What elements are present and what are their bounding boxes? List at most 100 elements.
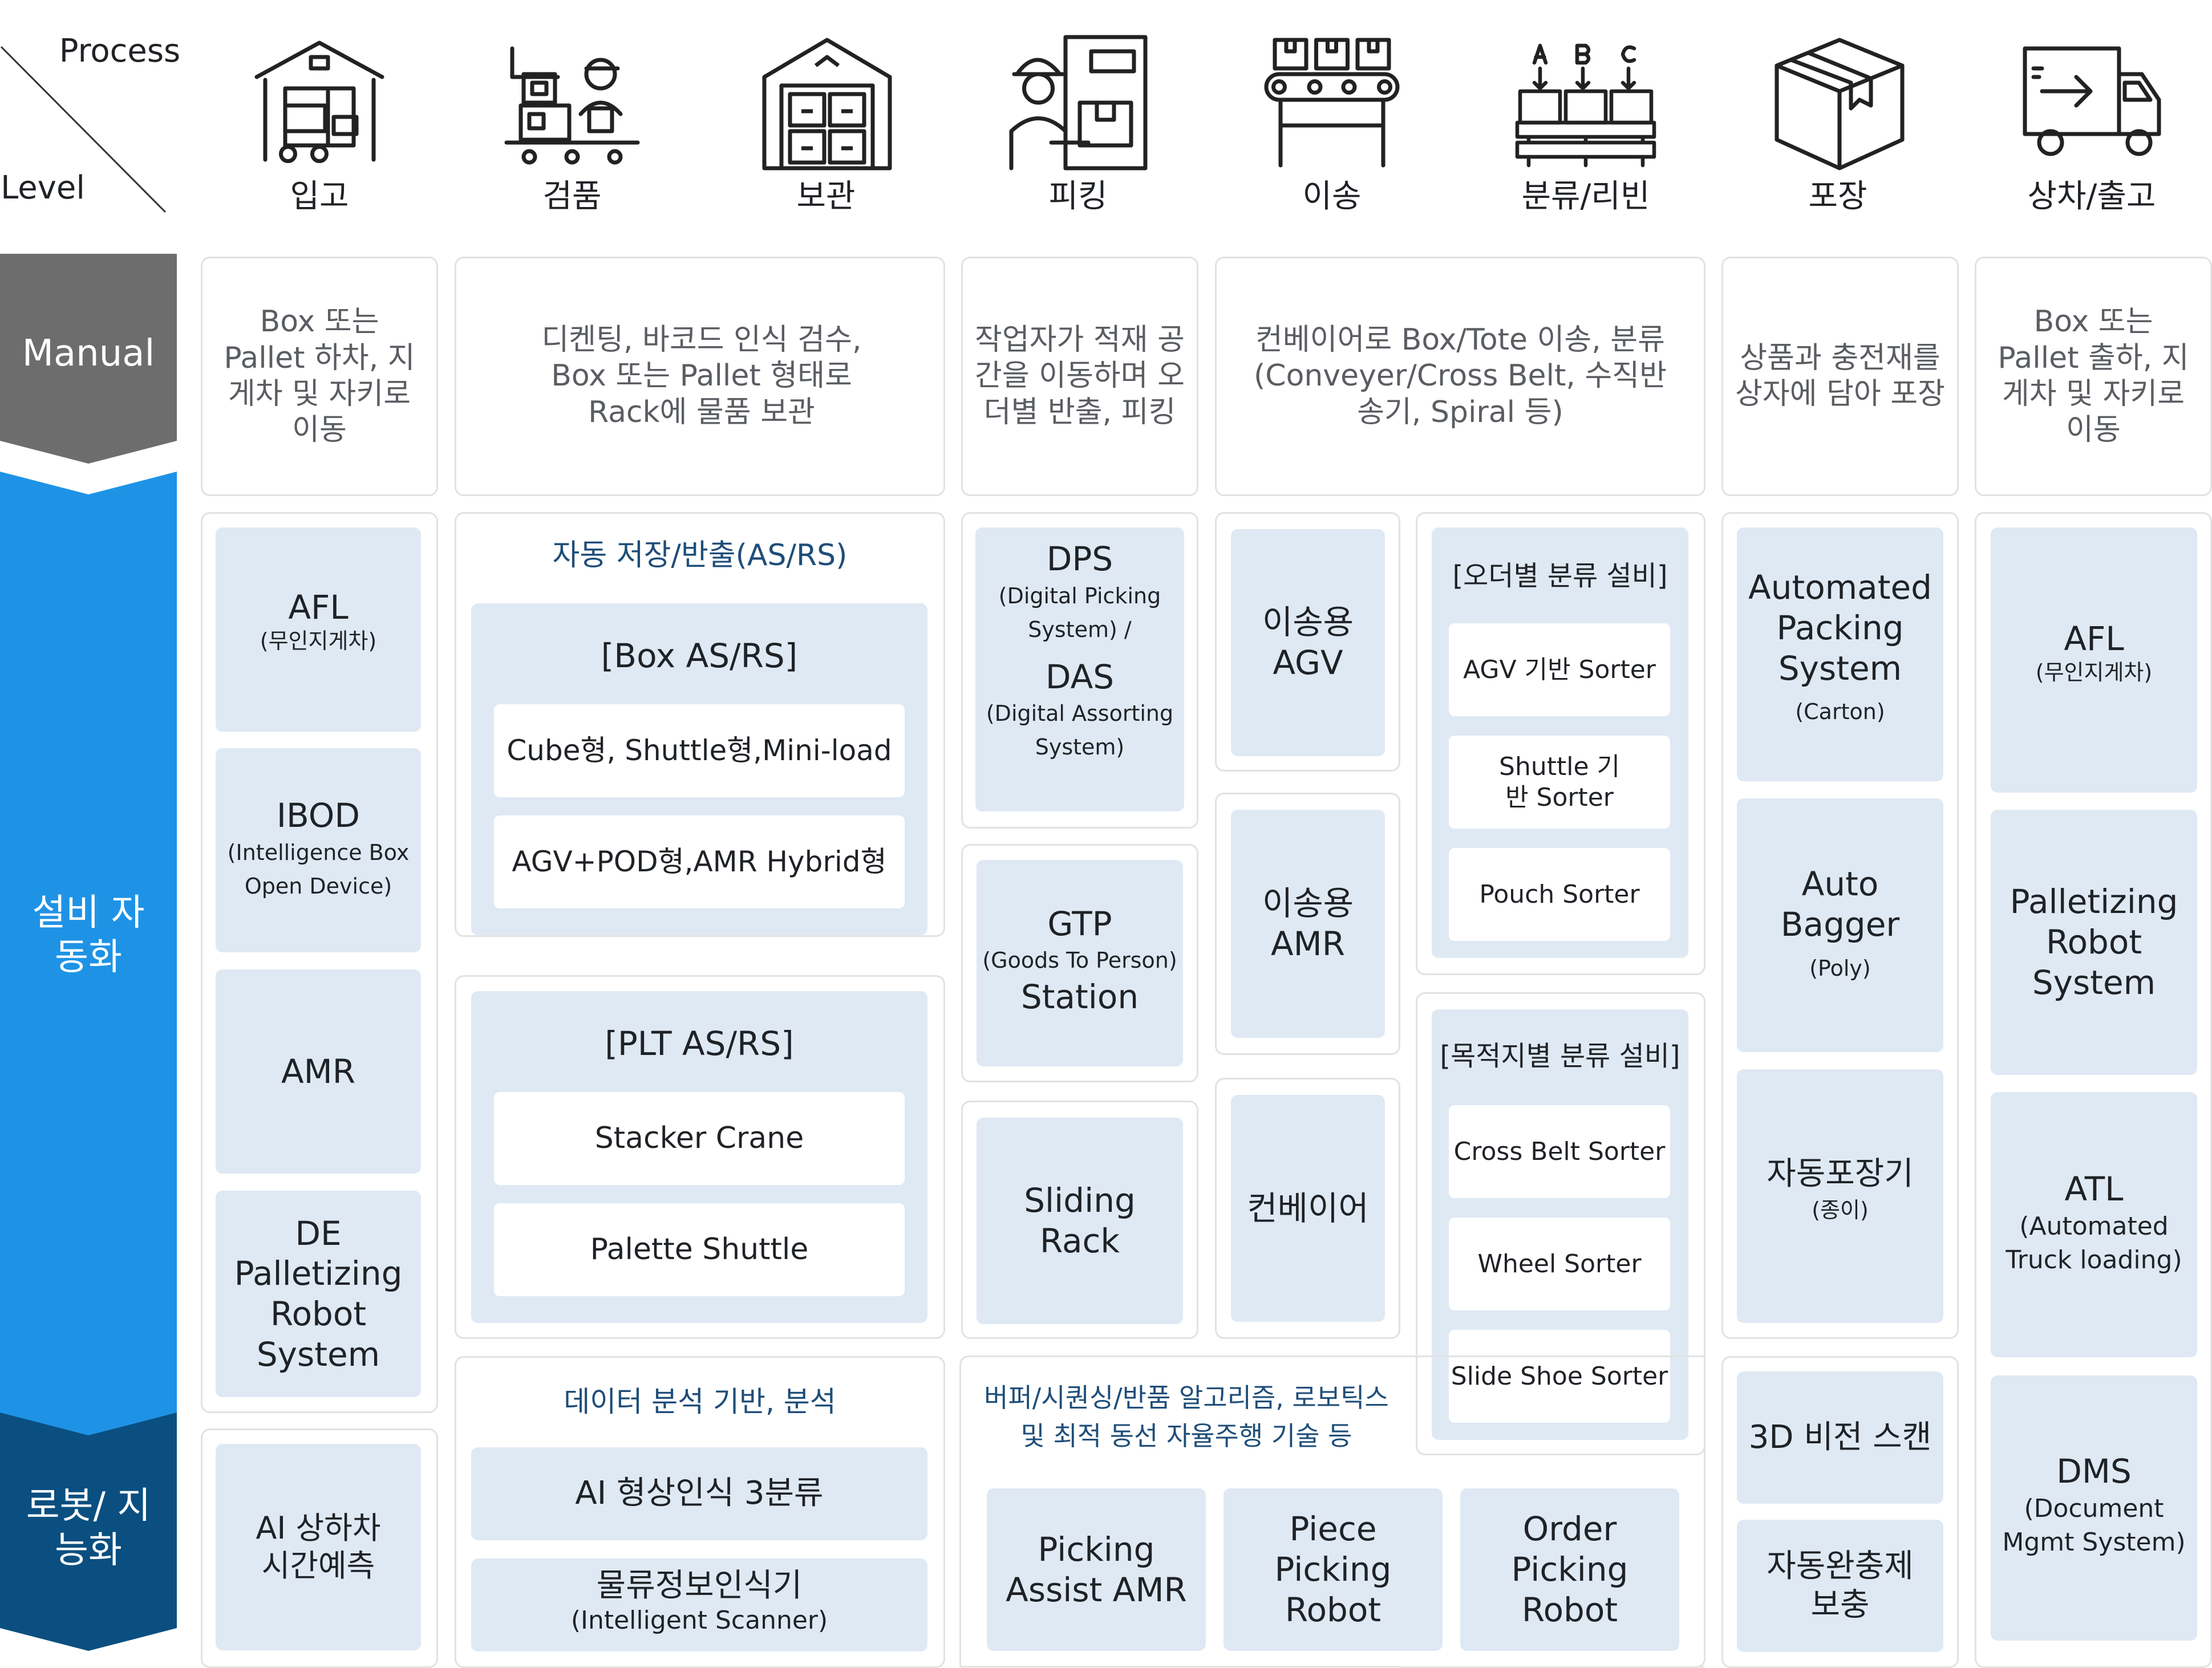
auto-inbound-box-palletizing <box>216 1191 421 1397</box>
robot-picking-piece: Piece Picking Robot <box>1274 1509 1392 1629</box>
bagger-sub: (Poly) <box>1809 955 1871 981</box>
robot-analysis-item-shape: AI 형상인식 3분류 <box>471 1447 927 1540</box>
process-sorting-label: 분류/리빈 <box>1521 177 1650 215</box>
dps-sub: (Digital Picking System) / <box>998 583 1161 642</box>
header-diagonal-line <box>0 46 167 213</box>
dms-sub: (Document Mgmt System) <box>2002 1494 2186 1557</box>
auto-inbound-palletizing: DE Palletizing Robot System <box>234 1214 403 1374</box>
level-label: Level <box>1 169 85 206</box>
auto-transfer-conveyor: 컨베이어 <box>1247 1188 1369 1228</box>
auto-inbound-ibod-sub: (Intelligence Box Open Device) <box>227 839 410 899</box>
box-asrs-title: [Box AS/RS] <box>601 636 798 675</box>
manual-inbound-text: Box 또는 Pallet 하차, 지게차 및 자키로 이동 <box>224 305 415 448</box>
auto-inbound-afl: AFL (무인지게차) <box>216 587 421 679</box>
auto-picking-dps-panel <box>975 527 1184 811</box>
auto-outbound-palletizing: Palletizing Robot System <box>2010 882 2178 1002</box>
manual-picking-card <box>961 257 1198 496</box>
sort-dest-item-wheel: Wheel Sorter <box>1449 1217 1670 1310</box>
package-box-icon <box>1768 31 1911 174</box>
paper-sub: (종이) <box>1812 1198 1869 1223</box>
robot-picking-assist: Picking Assist AMR <box>1006 1529 1187 1609</box>
robot-picking-box-order <box>1460 1488 1679 1651</box>
auto-inbound-amr: AMR <box>281 1052 356 1091</box>
gtp-main2: Station <box>1020 977 1139 1016</box>
aps-main: Automated Packing System <box>1748 568 1932 688</box>
process-storage-label: 보관 <box>796 177 856 215</box>
auto-packing-box-paper <box>1737 1069 1943 1323</box>
manual-picking-text: 작업자가 적재 공간을 이동하며 오더별 반출, 피킹 <box>975 322 1185 429</box>
manual-transfer-sort-card <box>1215 257 1705 496</box>
auto-packing-aps: Automated Packing System (Carton) <box>1737 567 1943 738</box>
auto-outbound-box-atl <box>1991 1092 2197 1357</box>
auto-transfer-agv-panel <box>1231 529 1385 756</box>
auto-inbound-afl-main: AFL <box>288 588 349 627</box>
robot-analysis-item-scanner: 물류정보인식기 (Intelligent Scanner) <box>471 1559 927 1651</box>
auto-transfer-conveyor-panel <box>1231 1095 1385 1322</box>
outbound-afl-main: AFL <box>2064 619 2124 658</box>
auto-outbound-afl: AFL (무인지게차) <box>1991 619 2197 704</box>
sort-dest-title: [목적지별 분류 설비] <box>1440 1040 1680 1072</box>
dms-main: DMS <box>2056 1452 2132 1491</box>
auto-transfer-amr: 이송용 AMR <box>1262 884 1354 963</box>
plt-asrs-item-shuttle: Palette Shuttle <box>494 1203 905 1296</box>
robot-inbound-text: AI 상하차 시간예측 <box>256 1510 381 1584</box>
auto-packing-paper: 자동포장기 (종이) <box>1737 1155 1943 1235</box>
manual-outbound-text: Box 또는 Pallet 출하, 지게차 및 자키로 이동 <box>1998 305 2189 448</box>
robot-picking-box-piece <box>1224 1488 1443 1651</box>
gtp-main: GTP <box>1047 904 1112 943</box>
robot-inbound-panel <box>216 1444 421 1650</box>
auto-inbound-box-afl <box>216 527 421 732</box>
robot-picking-title: 버퍼/시퀀싱/반품 알고리즘, 로보틱스 및 최적 동선 자율주행 기술 등 <box>984 1382 1389 1451</box>
robot-packing-3d-scan: 3D 비전 스캔 <box>1737 1371 1943 1504</box>
manual-outbound-card <box>1975 257 2212 496</box>
dps-main: DPS <box>1046 539 1113 578</box>
auto-inbound-ibod: IBOD (Intelligence Box Open Device) <box>220 796 417 910</box>
manual-packing-text: 상품과 충전재를 상자에 담아 포장 <box>1735 340 1945 411</box>
robot-packing-cushion: 자동완충제 보충 <box>1737 1520 1943 1652</box>
manual-transfer-sort-text: 컨베이어로 Box/Tote 이송, 분류 (Conveyer/Cross Be… <box>1254 322 1667 429</box>
asrs-title: 자동 저장/반출(AS/RS) <box>552 538 848 573</box>
process-label: Process <box>59 32 181 70</box>
process-picking-label: 피킹 <box>1048 177 1108 215</box>
sort-order-item-pouch: Pouch Sorter <box>1449 848 1670 941</box>
sort-order-title: [오더별 분류 설비] <box>1452 559 1668 592</box>
sort-dest-item-crossbelt: Cross Belt Sorter <box>1449 1105 1670 1198</box>
level-robot-label: 로봇/ 지능화 <box>26 1484 151 1572</box>
sort-order-item-agv: AGV 기반 Sorter <box>1449 623 1670 716</box>
process-transfer-label: 이송 <box>1302 177 1362 215</box>
bagger-main: Auto Bagger <box>1780 865 1900 944</box>
scanner-sub: (Intelligent Scanner) <box>570 1606 828 1635</box>
auto-packing-box-aps <box>1737 527 1943 781</box>
conveyor-icon <box>1261 31 1403 168</box>
gtp-sub: (Goods To Person) <box>982 947 1177 973</box>
auto-outbound-box-afl <box>1991 527 2197 793</box>
auto-outbound-atl: ATL (Automated Truck loading) <box>1991 1169 2197 1283</box>
auto-inbound-ibod-main: IBOD <box>276 796 360 835</box>
process-outbound-label: 상차/출고 <box>2027 177 2156 215</box>
auto-picking-dps-das: DPS (Digital Picking System) / DAS (Digi… <box>975 539 1184 801</box>
sort-order-item-shuttle: Shuttle 기반 Sorter <box>1449 736 1670 829</box>
robot-analysis-title: 데이터 분석 기반, 분석 <box>564 1385 836 1418</box>
robot-picking-order: Order Picking Robot <box>1511 1509 1628 1629</box>
scanner-main: 물류정보인식기 <box>596 1567 803 1604</box>
auto-transfer-agv: 이송용 AGV <box>1262 603 1354 682</box>
box-asrs-item-agv: AGV+POD형,AMR Hybrid형 <box>494 815 905 908</box>
robot-picking-box-assist <box>987 1488 1206 1651</box>
auto-picking-gtp-panel <box>977 860 1183 1066</box>
atl-main: ATL <box>2064 1170 2124 1208</box>
auto-inbound-box-ibod <box>216 748 421 952</box>
plt-asrs-title: [PLT AS/RS] <box>605 1024 794 1063</box>
robot-outbound-dms: DMS (Document Mgmt System) <box>1991 1451 2197 1565</box>
manual-packing-card <box>1721 257 1959 496</box>
das-sub: (Digital Assorting System) <box>986 701 1174 760</box>
sort-dest-item-slideshoe: Slide Shoe Sorter <box>1449 1330 1670 1423</box>
box-asrs-item-cube: Cube형, Shuttle형,Mini-load <box>494 704 905 797</box>
auto-packing-box-bagger <box>1737 798 1943 1052</box>
storage-warehouse-icon <box>756 31 898 174</box>
warehouse-forklift-icon <box>248 34 391 171</box>
auto-inbound-afl-sub: (무인지게차) <box>260 628 377 654</box>
auto-outbound-box-palletizing <box>1991 810 2197 1075</box>
manual-inspect-store-card <box>455 257 945 496</box>
process-inbound-label: 입고 <box>290 177 349 215</box>
